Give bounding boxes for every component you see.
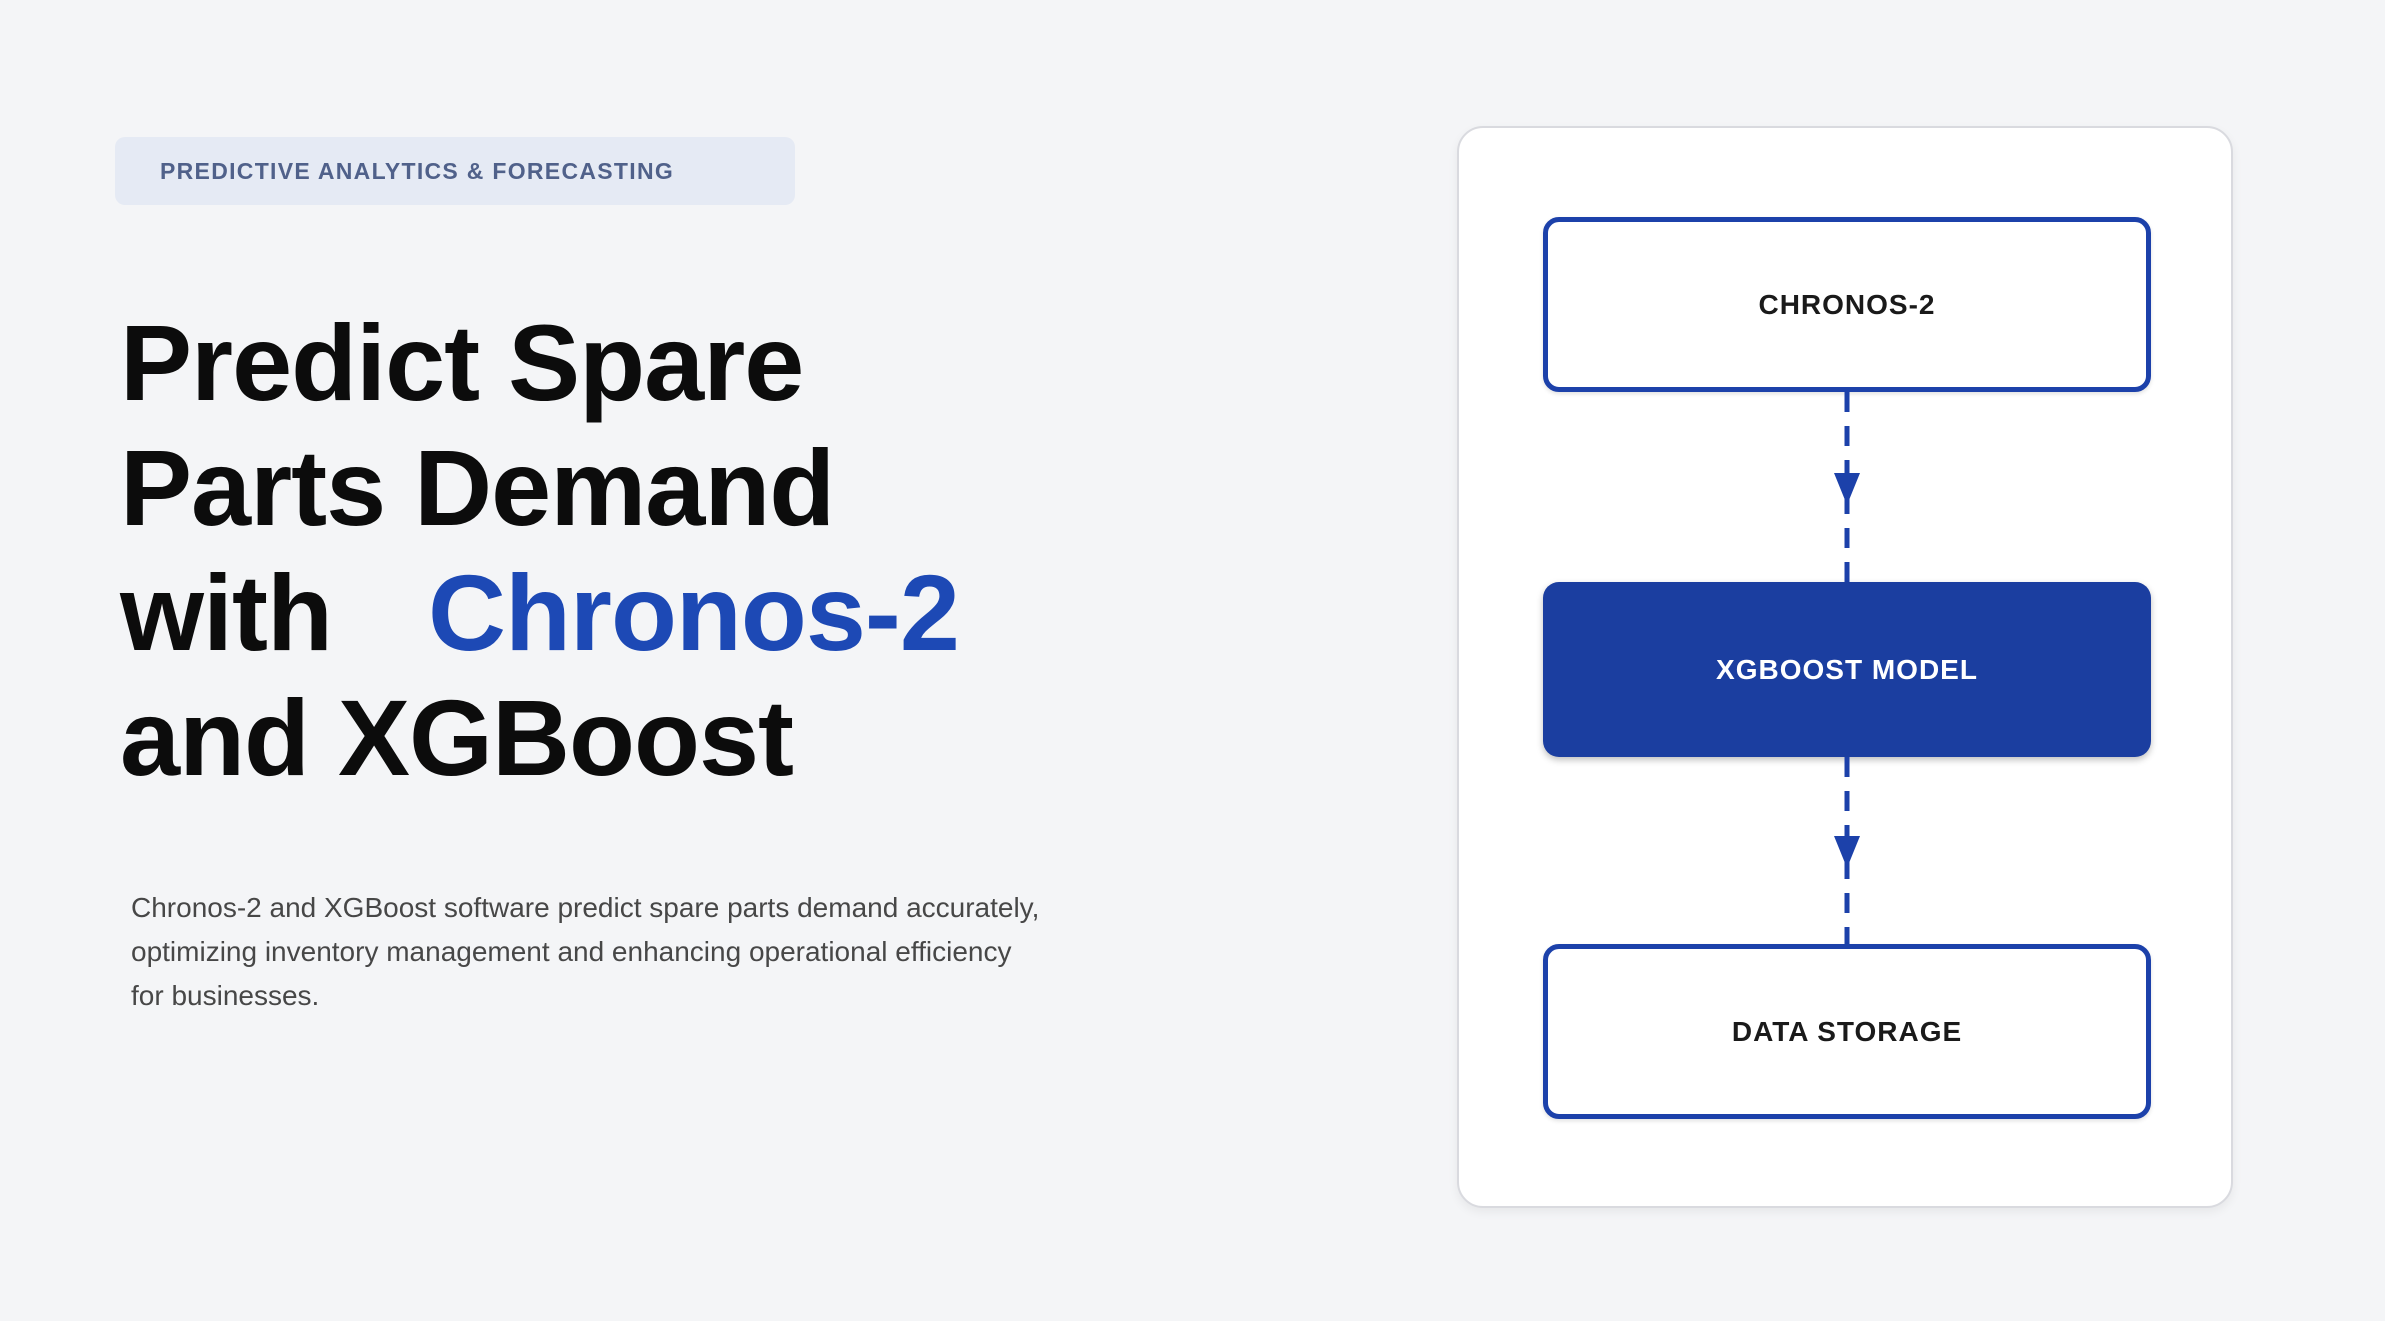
category-badge-label: PREDICTIVE ANALYTICS & FORECASTING: [160, 157, 675, 184]
bottom-divider: [0, 1321, 2385, 1335]
page-title-line-1: Predict Spare: [120, 302, 804, 423]
page-title-line-2: Parts Demand: [120, 427, 835, 548]
diagram-node-data-storage: DATA STORAGE: [1543, 944, 2151, 1119]
page-title-highlight: Chronos-2: [427, 552, 960, 673]
arrow-down-icon: [1834, 757, 1860, 944]
description-line: Chronos-2 and XGBoost software predict s…: [131, 892, 1040, 923]
description-paragraph: Chronos-2 and XGBoost software predict s…: [131, 886, 1039, 1018]
arrow-down-icon: [1834, 392, 1860, 582]
diagram-node-chronos-2-label: CHRONOS-2: [1758, 288, 1936, 320]
page-title-line-3-prefix: with: [120, 552, 333, 673]
description-line: for businesses.: [131, 980, 320, 1011]
page-title: Predict Spare Parts Demand with Chronos-2…: [120, 300, 960, 800]
page-title-line-3: with Chronos-2: [120, 550, 960, 675]
category-badge: PREDICTIVE ANALYTICS & FORECASTING: [115, 137, 795, 205]
diagram-node-xgboost-model-label: XGBOOST MODEL: [1716, 653, 1978, 685]
diagram-node-xgboost-model: XGBOOST MODEL: [1543, 582, 2151, 757]
diagram-node-data-storage-label: DATA STORAGE: [1731, 1015, 1963, 1047]
diagram-node-chronos-2: CHRONOS-2: [1543, 217, 2151, 392]
diagram-card: CHRONOS-2 XGBOOST MODEL DATA STORAGE: [1457, 126, 2233, 1208]
description-line: optimizing inventory management and enha…: [131, 936, 1012, 967]
page-title-line-4: and XGBoost: [120, 677, 794, 798]
